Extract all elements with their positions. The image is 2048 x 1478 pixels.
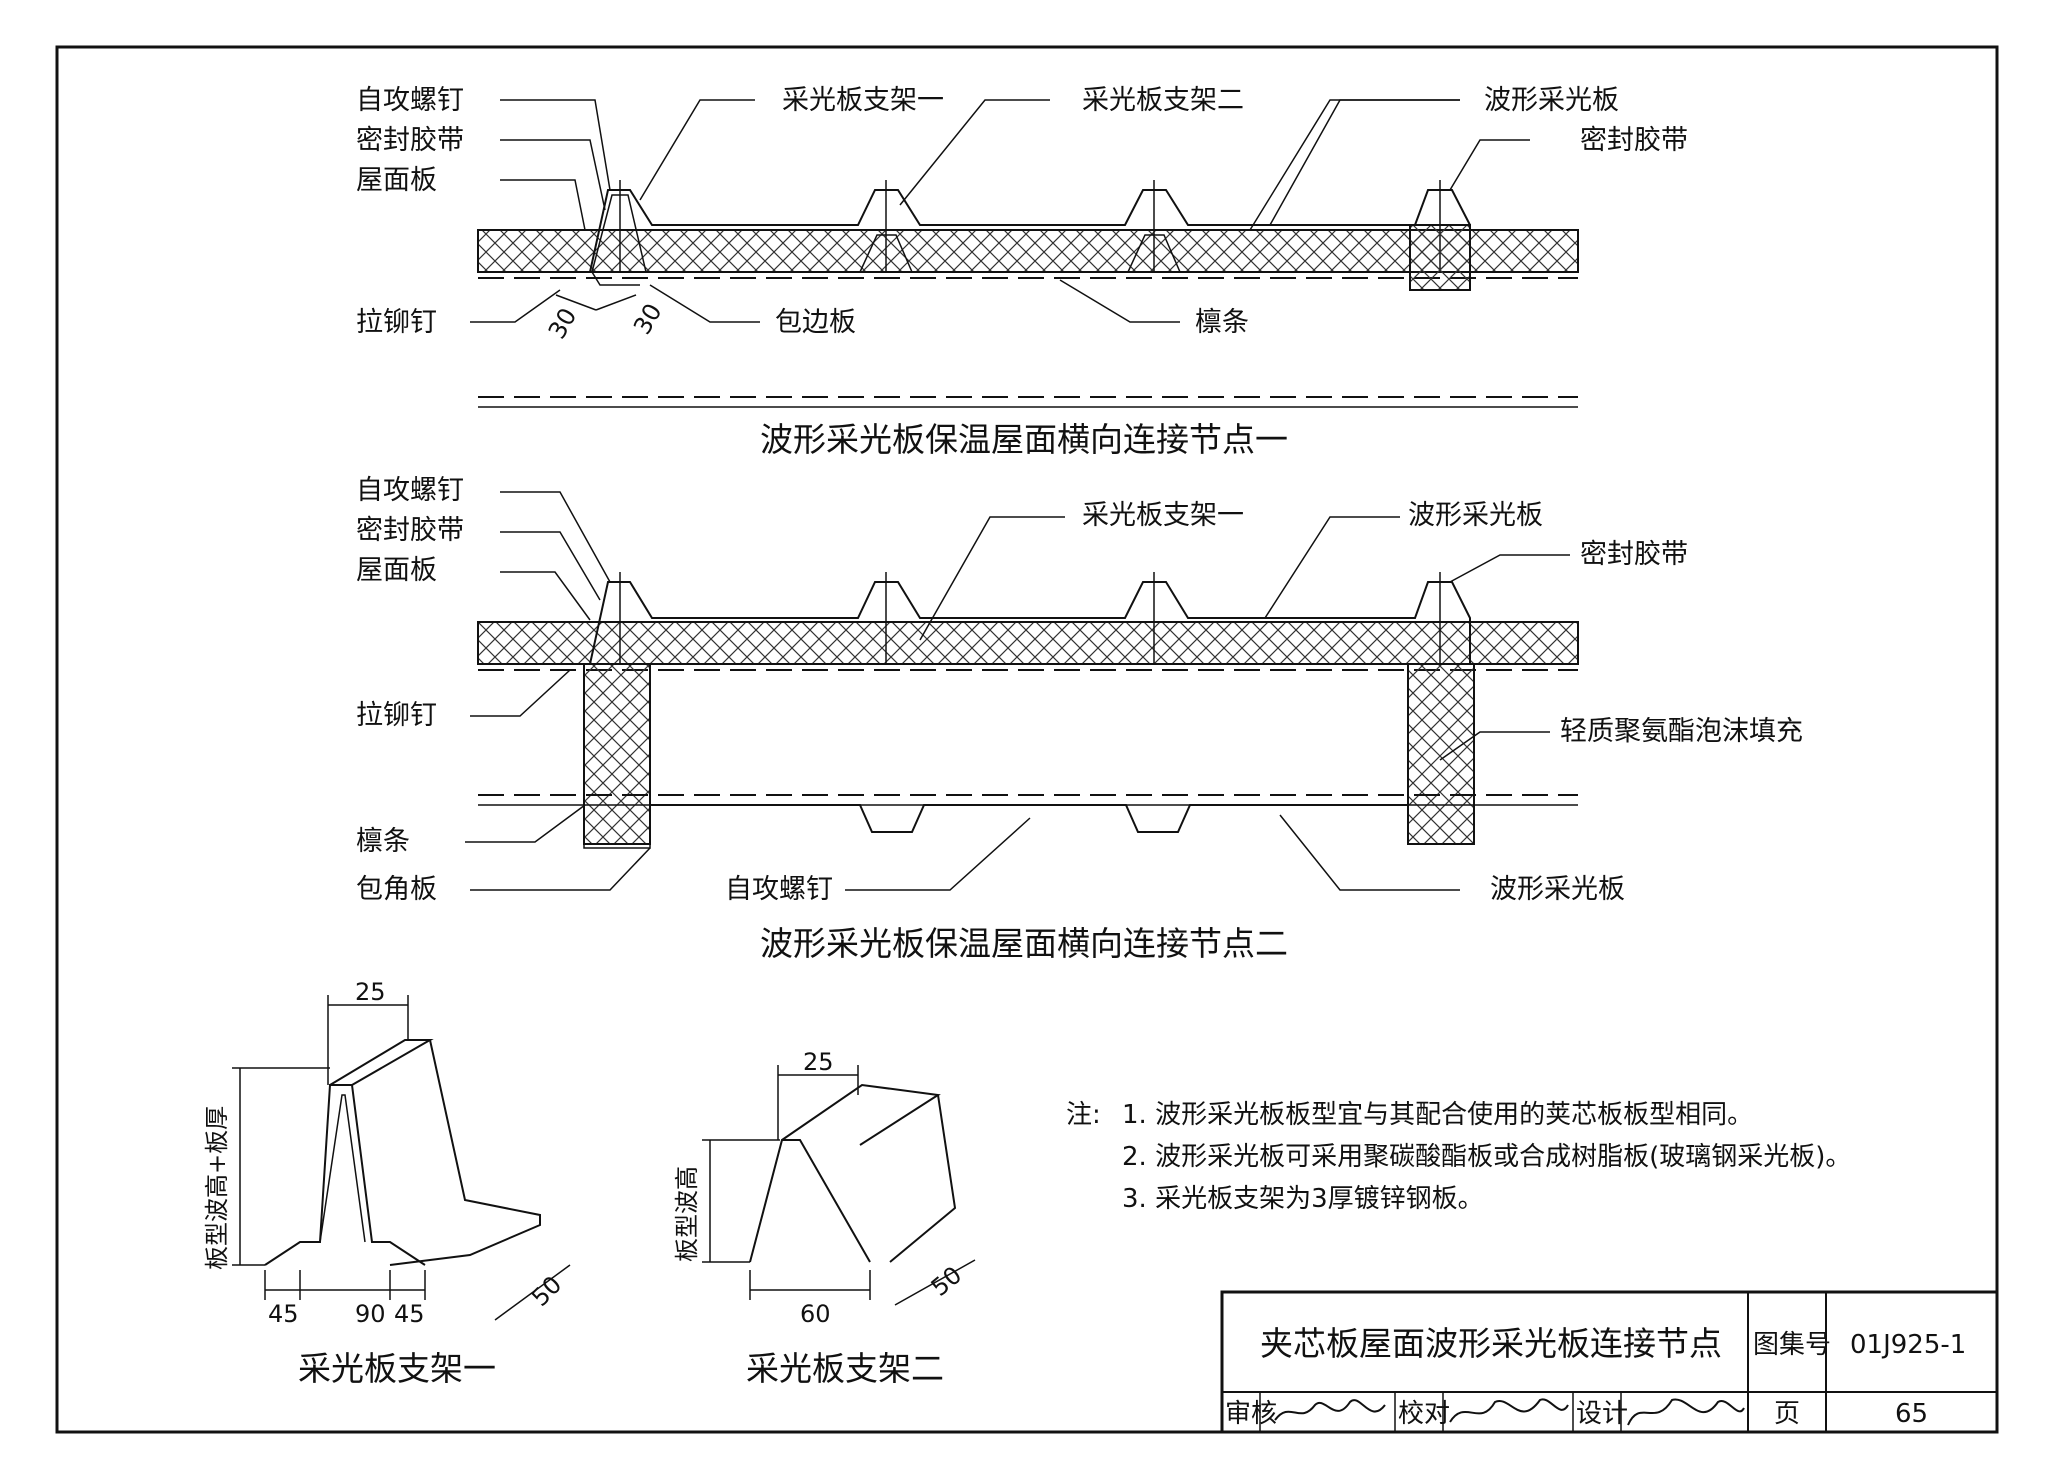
label-seal-tape-1: 密封胶带 <box>356 125 464 156</box>
bracket1-dim-90: 90 <box>355 1300 386 1328</box>
bracket1-caption: 采光板支架一 <box>298 1349 496 1388</box>
section-1-diagram <box>470 99 1579 408</box>
section-1-title: 波形采光板保温屋面横向连接节点一 <box>760 420 1288 459</box>
roof-panel-insulation-2 <box>477 621 1579 665</box>
label-corrugated-sheet-2-bottom: 波形采光板 <box>1490 874 1625 905</box>
bracket2-depth-dim: 50 <box>926 1261 967 1302</box>
title-block <box>1220 1290 1999 1434</box>
label-corrugated-sheet-1: 波形采光板 <box>1484 85 1619 116</box>
bracket1-dim-45a: 45 <box>268 1300 299 1328</box>
label-rivet-1: 拉铆钉 <box>356 307 437 338</box>
page-label: 页 <box>1774 1399 1800 1429</box>
section-2-diagram <box>465 491 1579 891</box>
corrugated-sheet-2-bottom <box>650 804 1408 833</box>
dim-30-a: 30 <box>543 303 583 343</box>
label-corner-flashing: 包角板 <box>356 874 437 905</box>
corrugated-sheet-2-top <box>589 581 1471 665</box>
bracket2-bottom-dim: 60 <box>800 1300 831 1328</box>
bracket2-caption: 采光板支架二 <box>746 1349 944 1388</box>
label-bracket-two-1: 采光板支架二 <box>1082 85 1244 116</box>
label-self-tapping-screw-1: 自攻螺钉 <box>356 85 464 116</box>
label-purlin-1: 檩条 <box>1195 307 1249 338</box>
label-seal-tape-2: 密封胶带 <box>356 515 464 546</box>
dim-30-b: 30 <box>628 299 668 339</box>
note-3: 3. 采光板支架为3厚镀锌钢板。 <box>1122 1184 1484 1214</box>
label-corrugated-sheet-2-top: 波形采光板 <box>1408 500 1543 531</box>
page-number: 65 <box>1895 1399 1928 1429</box>
note-1: 1. 波形采光板板型宜与其配合使用的荚芯板板型相同。 <box>1122 1100 1753 1130</box>
label-roof-panel-1: 屋面板 <box>356 165 437 196</box>
design-label: 设计 <box>1576 1399 1628 1429</box>
title-block-title: 夹芯板屋面波形采光板连接节点 <box>1260 1324 1722 1363</box>
label-edge-flashing-1: 包边板 <box>775 307 856 338</box>
bracket1-dim-45b: 45 <box>394 1300 425 1328</box>
foam-fill-left <box>583 663 651 845</box>
label-roof-panel-2: 屋面板 <box>356 555 437 586</box>
bracket-two-drawing <box>702 1065 976 1306</box>
section-2-title: 波形采光板保温屋面横向连接节点二 <box>760 924 1288 963</box>
checker-signature <box>1449 1398 1569 1423</box>
designer-signature <box>1627 1398 1745 1426</box>
label-bracket-one-1: 采光板支架一 <box>782 85 944 116</box>
bracket-one-drawing <box>232 995 571 1321</box>
bracket1-depth-dim: 50 <box>526 1271 567 1312</box>
bracket1-height-label: 板型波高+板厚 <box>203 1106 231 1270</box>
foam-fill-right <box>1407 663 1475 845</box>
label-seal-tape-right-2: 密封胶带 <box>1580 539 1688 570</box>
bracket2-top-dim: 25 <box>803 1048 834 1076</box>
reviewer-signature <box>1274 1399 1386 1421</box>
drawing-frame <box>55 45 1999 1434</box>
label-rivet-2: 拉铆钉 <box>356 700 437 731</box>
label-purlin-2: 檩条 <box>356 826 410 857</box>
atlas-number: 01J925-1 <box>1850 1330 1966 1360</box>
review-label: 审核 <box>1225 1399 1277 1429</box>
label-foam-fill: 轻质聚氨酯泡沫填充 <box>1560 716 1803 747</box>
atlas-label: 图集号 <box>1753 1330 1831 1360</box>
bracket2-height-label: 板型波高 <box>673 1166 701 1262</box>
notes-prefix: 注: <box>1066 1100 1101 1130</box>
label-seal-tape-right-1: 密封胶带 <box>1580 125 1688 156</box>
check-label: 校对 <box>1398 1399 1450 1429</box>
roof-panel-insulation <box>477 229 1579 273</box>
label-self-tapping-screw-2: 自攻螺钉 <box>356 475 464 506</box>
label-bracket-one-2: 采光板支架一 <box>1082 500 1244 531</box>
corrugated-sheet-1 <box>589 189 1471 273</box>
label-screw-bottom: 自攻螺钉 <box>725 874 833 905</box>
note-2: 2. 波形采光板可采用聚碳酸酯板或合成树脂板(玻璃钢采光板)。 <box>1122 1142 1851 1172</box>
bracket1-top-dim: 25 <box>355 978 386 1006</box>
